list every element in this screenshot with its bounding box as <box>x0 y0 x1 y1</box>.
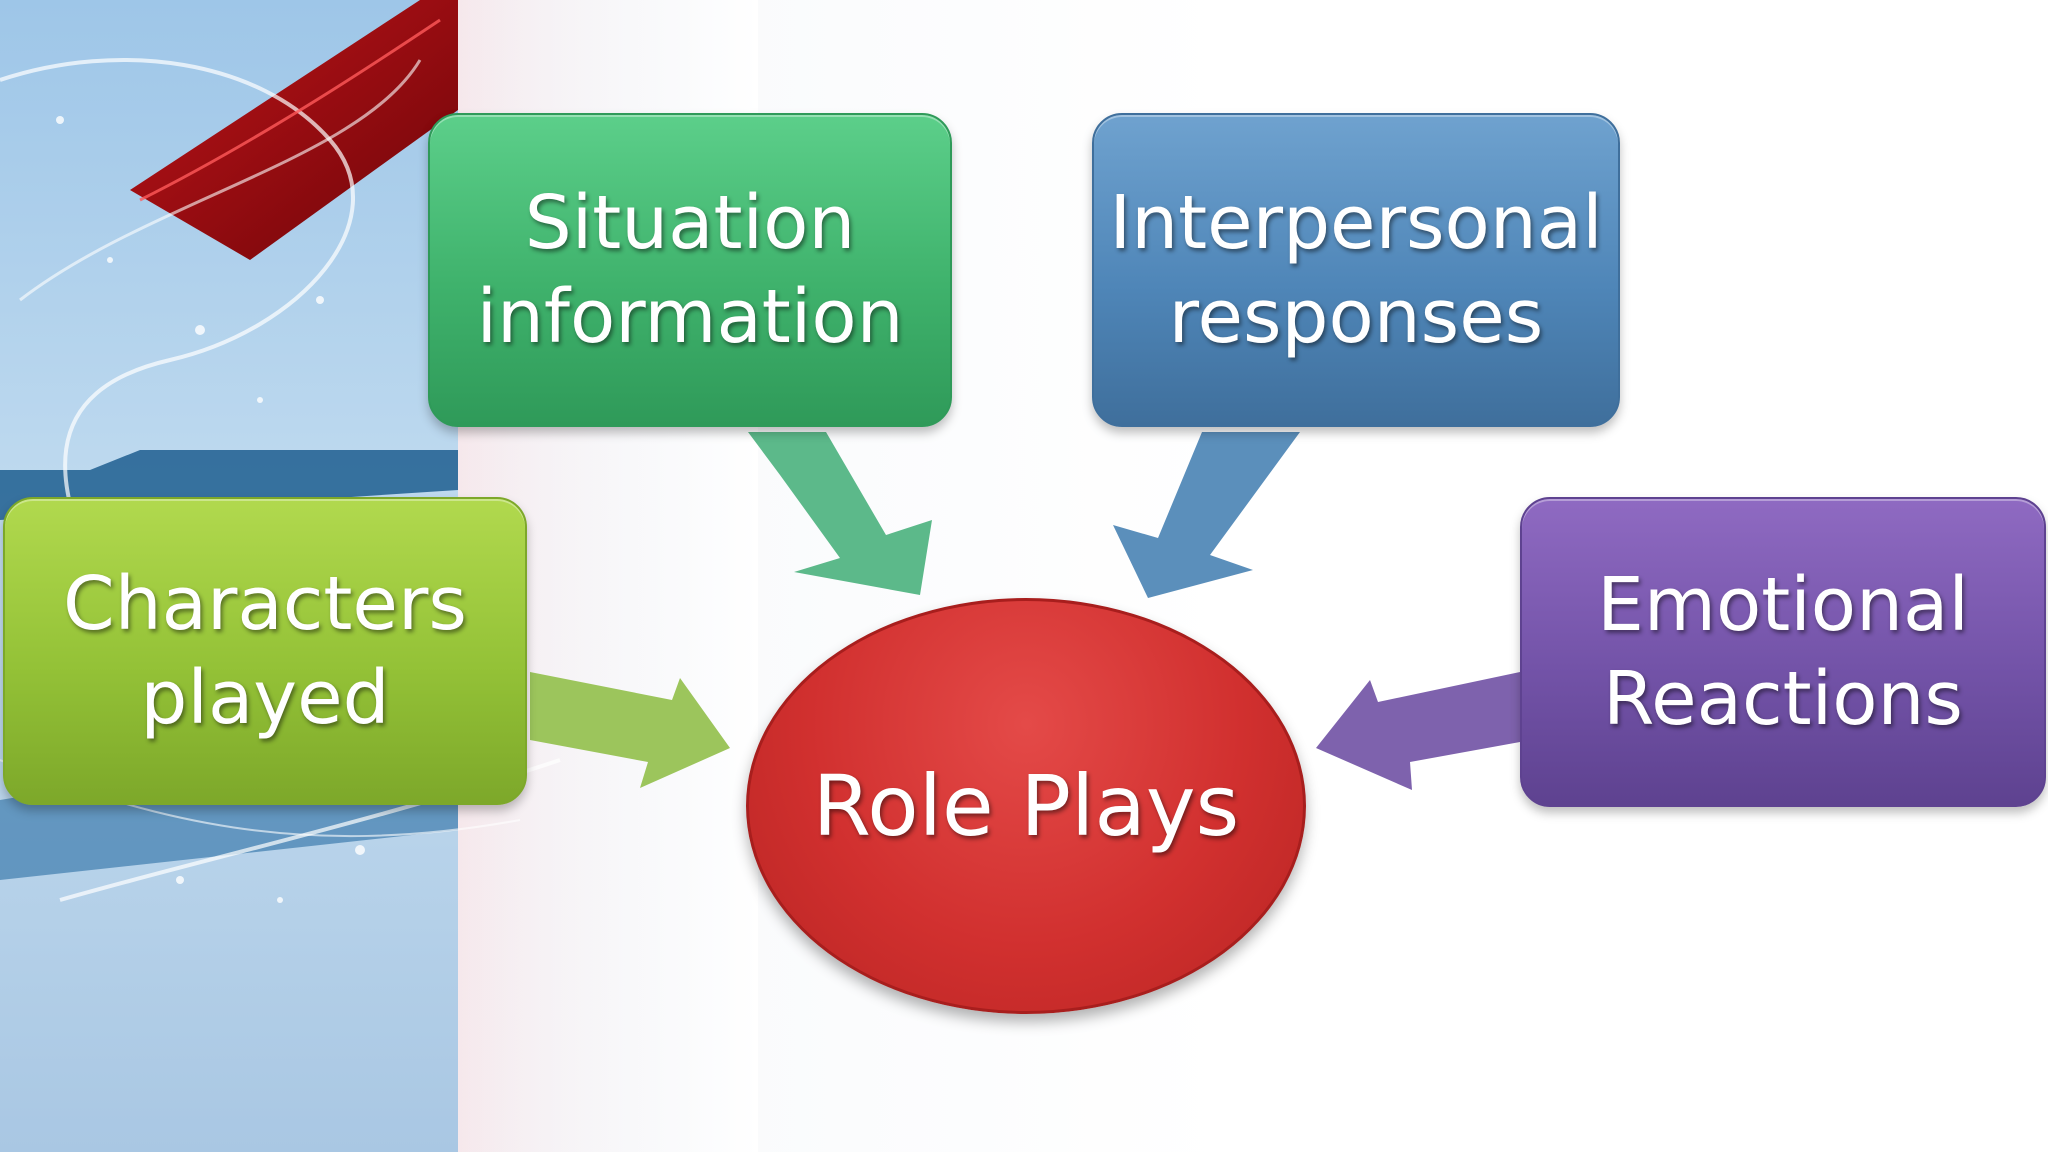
arrow-emotional-to-center <box>1316 672 1520 790</box>
arrow-situation-to-center <box>748 432 932 595</box>
node-characters-played: Characters played <box>3 497 527 805</box>
node-label: Emotional Reactions <box>1597 562 1969 742</box>
arrow-interpersonal-to-center <box>1113 432 1300 598</box>
node-label: Interpersonal responses <box>1109 180 1603 360</box>
center-node-role-plays: Role Plays <box>746 598 1306 1014</box>
node-label: Situation information <box>476 180 904 360</box>
center-label: Role Plays <box>812 757 1240 855</box>
node-interpersonal-responses: Interpersonal responses <box>1092 113 1620 427</box>
node-situation-information: Situation information <box>428 113 952 427</box>
arrow-characters-to-center <box>530 672 730 788</box>
node-label: Characters played <box>63 561 467 741</box>
node-emotional-reactions: Emotional Reactions <box>1520 497 2046 807</box>
